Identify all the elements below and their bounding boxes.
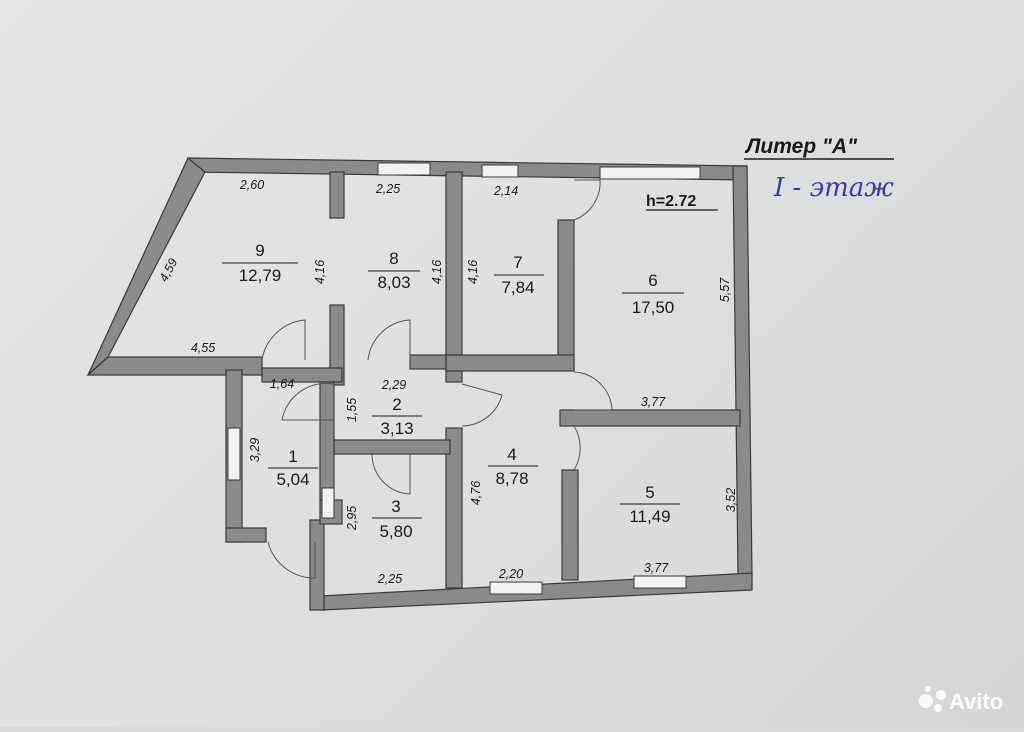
- door-entrance: [267, 541, 316, 579]
- window-room1: [227, 427, 241, 481]
- page-title: Литер "А": [744, 135, 858, 158]
- room4-area: 8,78: [495, 469, 528, 488]
- dim-r2-left: 1,55: [345, 398, 359, 422]
- room7-area: 7,84: [501, 278, 534, 297]
- dim-r9-side: 4,59: [157, 256, 181, 284]
- dim-r4-left: 4,76: [469, 481, 483, 505]
- room1-number: 1: [288, 447, 297, 466]
- wall-right: [732, 165, 753, 576]
- wall-9-8-upper: [329, 171, 345, 219]
- door-room3: [371, 453, 411, 495]
- room-labels: 9 12,79 8 8,03 7 7,84 6 17,50 2 3,13 1 5…: [222, 241, 684, 541]
- dim-r6-bottom: 3,77: [641, 395, 666, 409]
- dim-r6-right: 5,57: [718, 277, 732, 302]
- wall-7-bottom: [445, 354, 575, 372]
- room9-number: 9: [255, 241, 264, 260]
- room7-number: 7: [513, 253, 522, 272]
- watermark-label: Avito: [949, 689, 1003, 714]
- wall-9-8-lower: [329, 304, 345, 386]
- wall-6-5: [559, 409, 741, 427]
- dim-r1-left: 3,29: [248, 438, 262, 462]
- dim-r9-right: 4,16: [313, 260, 327, 284]
- window-room5: [633, 575, 687, 589]
- wall-2-4: [445, 427, 463, 589]
- dim-r9-top: 2,60: [239, 178, 264, 192]
- windows: [227, 162, 701, 595]
- dim-r9-bottom: 4,55: [191, 341, 215, 355]
- dim-r5-bottom: 3,77: [644, 561, 669, 575]
- window-room4: [489, 581, 543, 595]
- room2-area: 3,13: [380, 419, 413, 438]
- window-room6: [599, 166, 701, 180]
- dim-r4-bottom: 2,20: [498, 567, 523, 581]
- wall-7-6: [557, 219, 575, 371]
- door-room6: [573, 179, 601, 221]
- room5-number: 5: [645, 483, 654, 502]
- door-room9: [261, 319, 306, 361]
- window-room7: [481, 164, 519, 178]
- wall-room1-bottom: [225, 527, 267, 543]
- dim-r5-right: 3,52: [724, 488, 738, 512]
- room1-area: 5,04: [276, 470, 309, 489]
- room2-number: 2: [392, 395, 401, 414]
- wall-left-bottom: [86, 356, 263, 376]
- dim-r8-top: 2,25: [375, 182, 400, 196]
- door-room2-right: [461, 383, 503, 427]
- dim-r3-left: 2,95: [345, 506, 359, 531]
- walls: [86, 157, 753, 611]
- wall-1-2: [319, 381, 335, 503]
- dim-r7-left: 4,16: [466, 260, 480, 284]
- ceiling-height: h=2.72: [646, 193, 696, 210]
- door-room4-6: [573, 371, 613, 411]
- door-room8: [367, 319, 411, 361]
- wall-room3-left-outer: [309, 519, 325, 611]
- room8-number: 8: [389, 249, 398, 268]
- room3-area: 5,80: [379, 522, 412, 541]
- wall-8-7: [445, 171, 463, 383]
- wall-2-top-left: [261, 367, 343, 383]
- room6-number: 6: [648, 271, 657, 290]
- wall-2-bottom: [323, 439, 451, 455]
- room4-number: 4: [507, 445, 516, 464]
- avito-watermark: Avito: [919, 686, 1003, 714]
- room6-area: 17,50: [632, 298, 675, 317]
- window-room3: [321, 487, 335, 519]
- avito-logo-icon: [919, 686, 946, 712]
- dim-r2-top: 2,29: [381, 378, 406, 392]
- wall-4-5: [561, 469, 579, 581]
- dim-r3-bottom: 2,25: [377, 572, 402, 586]
- window-room8: [377, 162, 431, 176]
- door-room4-5: [573, 425, 581, 471]
- room5-area: 11,49: [629, 507, 670, 526]
- floor-note: I - этаж: [773, 173, 894, 203]
- wall-left-slant: [87, 157, 206, 376]
- room3-number: 3: [391, 497, 400, 516]
- dim-r1-top: 1,64: [270, 377, 294, 391]
- dim-r7-top: 2,14: [493, 184, 518, 198]
- door-room2-left: [281, 382, 335, 421]
- dim-r8-right: 4,16: [430, 260, 444, 284]
- room9-area: 12,79: [239, 266, 282, 285]
- doors: [261, 179, 613, 579]
- room8-area: 8,03: [377, 273, 410, 292]
